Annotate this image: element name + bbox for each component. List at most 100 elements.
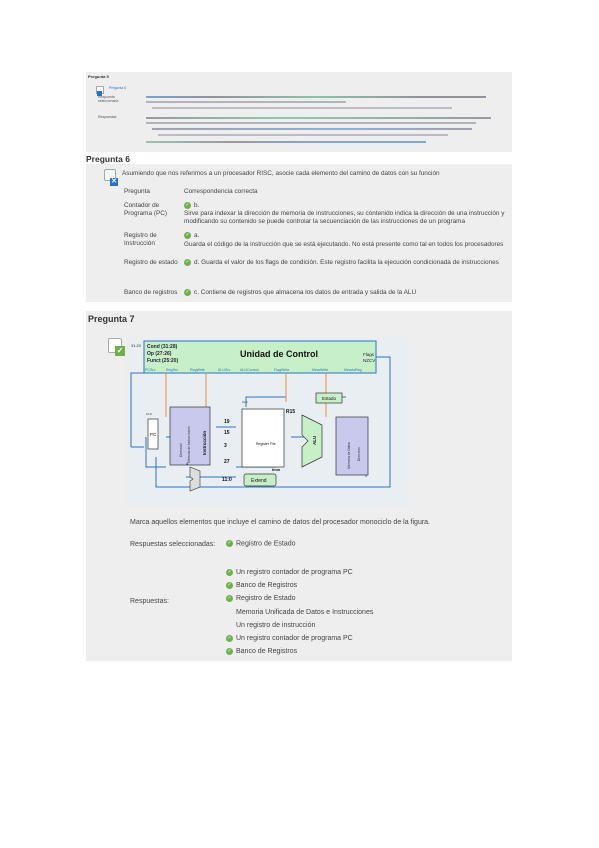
row-text-pc-2: modificando su contenido se puede contro… (184, 218, 466, 225)
row-label-pc: Contador de Programa (PC) (124, 202, 167, 217)
question-6-title: Pregunta 6 (86, 154, 130, 164)
signal-alucontrol: ALUControl (240, 368, 259, 372)
imem-label: Memoria de Instrucciones (187, 426, 191, 463)
bits-11-0: 11:0 (222, 477, 232, 483)
check-icon: ✓ (226, 634, 233, 642)
flags-label: Flags (363, 352, 375, 357)
op-label: Op (27:26) (147, 351, 172, 357)
check-icon: ✓ (184, 259, 191, 266)
nzcv-label: NZCV (363, 358, 375, 363)
blurred-text-line (146, 122, 476, 124)
respuesta-label: Respuesta (98, 95, 115, 99)
status-register (315, 392, 343, 404)
respuestas-label: Respuestas (98, 115, 117, 119)
answer-item: ✓Registro de Estado (226, 594, 296, 602)
pc-adder (189, 466, 201, 492)
register-file-label: Register File (256, 442, 276, 446)
blurred-text-line (146, 101, 346, 103)
blurred-text-line (158, 134, 448, 136)
check-icon: ✓ (226, 594, 233, 602)
dmem-dir-label: Dirección (357, 447, 361, 461)
num-15: 15 (224, 430, 230, 436)
question-7-text: Marca aquellos elementos que incluye el … (130, 519, 431, 526)
register-file (241, 408, 285, 468)
check-icon: ✓ (226, 540, 233, 547)
signal-memtoreg: MemtoReg (344, 368, 362, 372)
check-icon: ✓ (184, 202, 191, 209)
num-3: 3 (224, 443, 227, 449)
row-answer-ir: ✓a. (184, 232, 200, 240)
pc-register (147, 418, 159, 450)
row-answer-banco: ✓c. Contiene de registros que almacena l… (184, 289, 417, 297)
alu-label: ALU (312, 436, 317, 445)
check-icon: ✓ (226, 647, 233, 655)
answer-item: ✓Banco de Registros (226, 581, 298, 589)
selected-answers-label: Respuestas seleccionadas: (130, 541, 216, 548)
signal-alusrc: ALUSrc (218, 368, 231, 372)
row-label-estado: Registro de estado (124, 259, 178, 266)
funct-label: Funct (25:20) (147, 358, 178, 364)
control-unit-title: Unidad de Control (240, 349, 318, 359)
row-answer-estado: ✓d. Guarda el valor de los flags de cond… (184, 259, 499, 267)
column-correspondencia: Correspondencia correcta (184, 188, 258, 195)
pc-label: PC (150, 432, 157, 437)
signal-memwrite: MemWrite (312, 368, 328, 372)
question-7-title: Pregunta 7 (88, 314, 135, 324)
dmem-label: Memoria de Datos (347, 442, 351, 469)
blurred-text-line (152, 107, 452, 109)
num-19: 19 (224, 419, 230, 425)
blurred-text-line (146, 96, 486, 98)
question-5-title: Pregunta 5 (88, 74, 109, 79)
control-unit-box (143, 340, 377, 374)
answers-label: Respuestas: (130, 598, 169, 605)
answer-item: ✓Un registro contador de programa PC (226, 634, 353, 642)
blurred-text-line (146, 141, 426, 143)
bits-31-20-label: 31:20 (131, 343, 142, 348)
answer-item: Memoria Unificada de Datos e Instruccion… (236, 609, 374, 616)
signal-flagwrite: FlagWrite (274, 368, 289, 372)
clk-label-rf: CLK (242, 400, 248, 404)
row-answer-pc: ✓b. (184, 202, 200, 210)
row-label-banco: Banco de registros (124, 289, 178, 296)
check-icon: ✓ (184, 289, 191, 296)
incorrect-icon: ✕ (110, 178, 118, 186)
signal-regwrite: RegWrite (190, 368, 205, 372)
column-pregunta: Pregunta (124, 188, 150, 195)
row-text-pc: Sirve para indexar la dirección de memor… (184, 210, 505, 217)
r15-label: R15 (286, 409, 295, 415)
question-5-panel: Pregunta 5 Pregunta 6 Respuesta seleccio… (86, 72, 512, 152)
check-icon: ✓ (226, 581, 233, 589)
question-7-panel: Pregunta 7 ✓ Unidad de Control Cond (31:… (86, 311, 512, 661)
signal-regsrc: RegSrc (166, 368, 178, 372)
instruction-memory (169, 406, 211, 466)
row-label-ir: Registro de Instrucción (124, 232, 157, 247)
data-memory (335, 416, 369, 476)
answer-item: Un registro de instrucción (236, 622, 316, 629)
question-6-panel: ✕ Asumiendo que nos referimos a un proce… (86, 164, 512, 302)
selected-answer: ✓Registro de Estado (226, 540, 296, 548)
extend-unit (243, 473, 277, 487)
answer-item: ✓Un registro contador de programa PC (226, 568, 353, 576)
instruction-label: Instrucción (202, 430, 207, 455)
row-text-ir: Guarda el código de la instrucción que s… (184, 241, 504, 248)
question-6-intro: Asumiendo que nos referimos a un procesa… (122, 170, 440, 177)
correct-icon: ✓ (115, 346, 125, 356)
datapath-diagram: Unidad de Control Cond (31:28) Op (27:26… (126, 337, 408, 507)
incorrect-icon (97, 91, 102, 96)
cond-label: Cond (31:28) (147, 344, 178, 350)
blurred-text-line (152, 128, 472, 130)
num-27: 27 (224, 459, 230, 465)
imem-dir-label: Dirección (179, 443, 183, 457)
clk-label: CLK (146, 412, 152, 416)
alu (301, 414, 323, 468)
extend-label: Extend (251, 478, 267, 484)
check-icon: ✓ (184, 232, 191, 239)
blurred-text-line (146, 117, 491, 119)
question-5-heading: Pregunta 6 (109, 86, 127, 90)
answer-item: ✓Banco de Registros (226, 647, 298, 655)
imm-label: Imm (272, 467, 281, 472)
seleccionada-label: seleccionada (98, 99, 119, 103)
estado-label: Estado (322, 396, 337, 401)
check-icon: ✓ (226, 568, 233, 576)
four-label: 4 (186, 461, 189, 466)
